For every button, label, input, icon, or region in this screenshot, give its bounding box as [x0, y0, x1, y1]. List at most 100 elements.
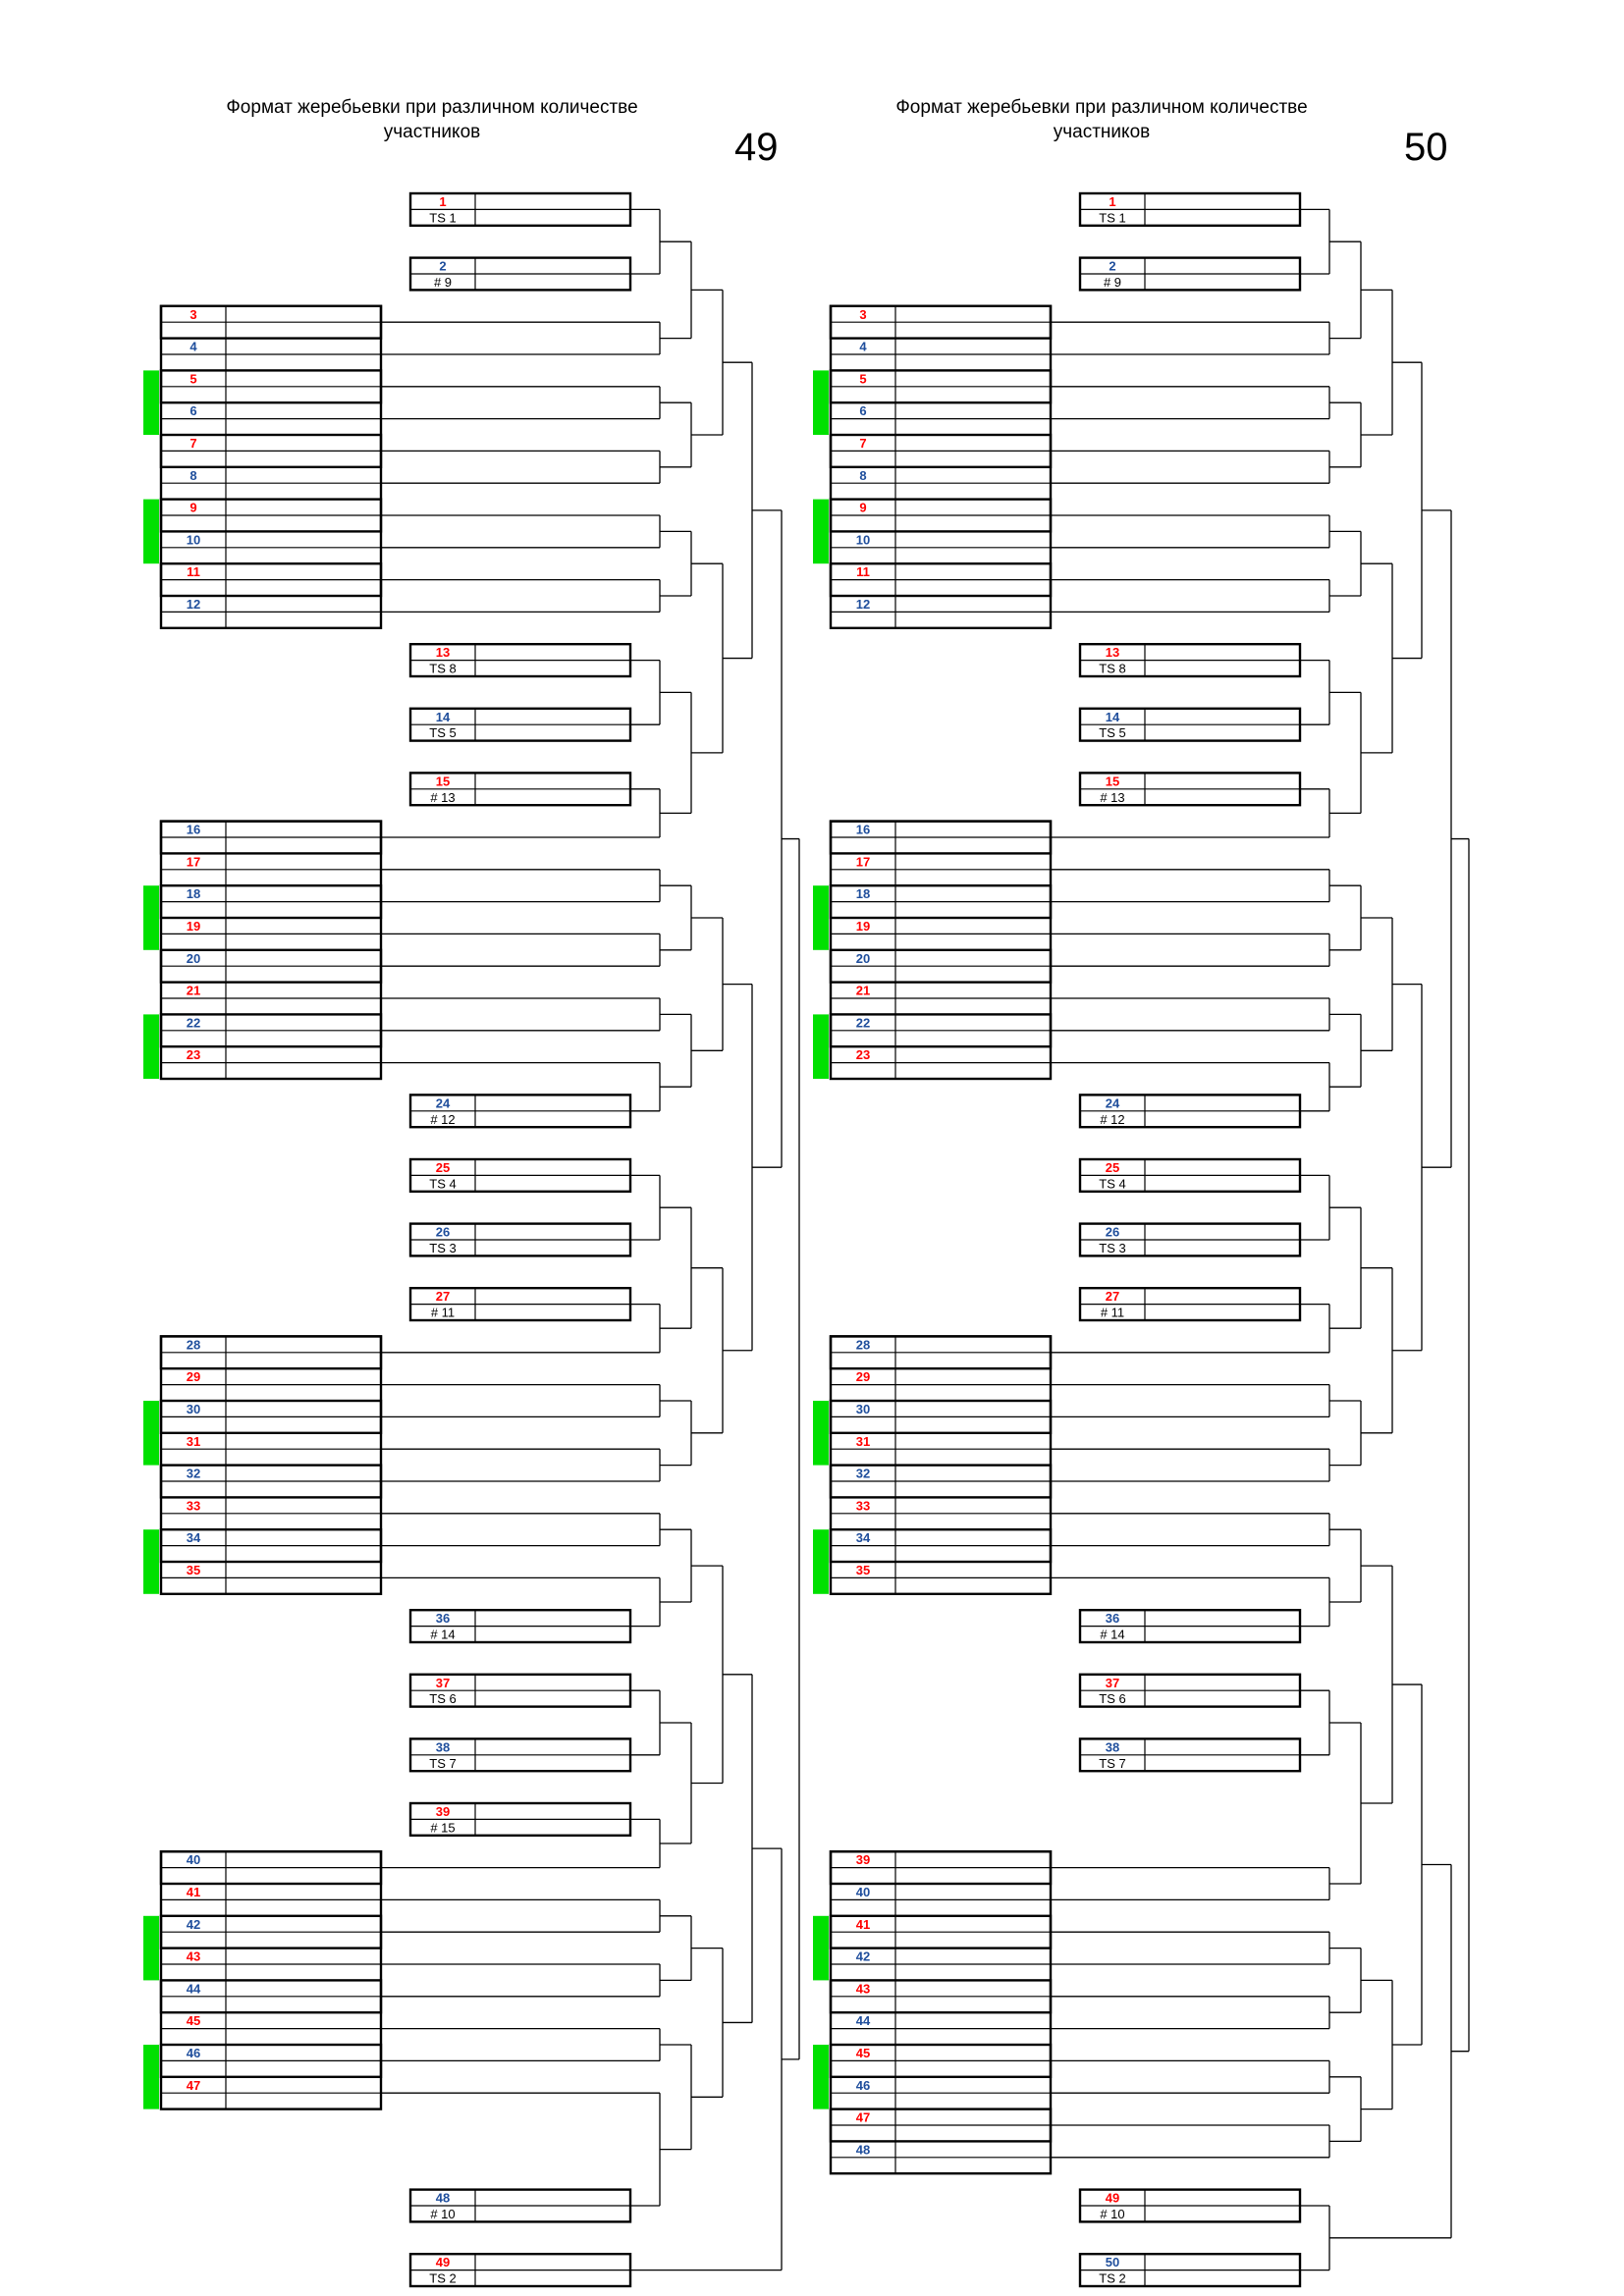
highlight-bar — [143, 1915, 159, 1981]
entry-number: 41 — [187, 1885, 200, 1899]
highlight-bar — [143, 2045, 159, 2109]
entry-number: 46 — [856, 2078, 870, 2093]
entry-number: 6 — [189, 403, 196, 418]
entry-number: 5 — [189, 371, 196, 386]
entry-group-frame — [159, 1849, 383, 2110]
seed-label: # 11 — [1101, 1306, 1124, 1320]
entry-number: 29 — [856, 1369, 870, 1384]
entry-number: 9 — [189, 501, 196, 515]
entry-number: 8 — [189, 468, 196, 483]
seed-label: # 13 — [1100, 790, 1124, 805]
seed-label: # 12 — [1100, 1112, 1124, 1127]
entry-number: 41 — [856, 1917, 870, 1932]
seed-box-27: 27# 11 — [408, 1286, 632, 1322]
entry-number: 6 — [859, 403, 866, 418]
seed-number: 49 — [1106, 2191, 1119, 2206]
seed-number: 1 — [439, 194, 446, 209]
seed-number: 15 — [1106, 774, 1119, 788]
seed-box-36: 36# 14 — [408, 1608, 632, 1644]
seed-label: # 12 — [430, 1112, 455, 1127]
seed-label: TS 5 — [429, 725, 456, 740]
entry-group-frame — [159, 1335, 383, 1596]
highlight-bar — [813, 2045, 829, 2109]
seed-label: TS 5 — [1099, 725, 1125, 740]
seed-label: # 9 — [434, 275, 452, 290]
entry-number: 10 — [856, 532, 870, 547]
seed-number: 38 — [1106, 1739, 1119, 1754]
seed-box-36: 36# 14 — [1078, 1608, 1302, 1644]
seed-label: TS 6 — [1099, 1691, 1125, 1706]
entry-number: 23 — [856, 1047, 870, 1062]
entry-group-frame — [829, 1849, 1053, 2175]
seed-label: TS 2 — [429, 2271, 456, 2286]
seed-number: 36 — [1106, 1611, 1119, 1626]
entry-number: 17 — [856, 854, 870, 869]
entry-number: 18 — [856, 886, 870, 901]
entry-number: 31 — [187, 1434, 200, 1449]
entry-number: 5 — [859, 371, 866, 386]
entry-number: 33 — [187, 1498, 200, 1513]
entry-number: 40 — [856, 1885, 870, 1899]
seed-number: 14 — [1106, 710, 1120, 724]
entry-number: 28 — [187, 1337, 200, 1352]
seed-number: 14 — [436, 710, 451, 724]
seed-label: TS 4 — [429, 1176, 456, 1191]
entry-number: 28 — [856, 1337, 870, 1352]
seed-box-2: 2# 9 — [408, 256, 632, 292]
entry-number: 22 — [187, 1015, 200, 1030]
seed-box-39: 39# 15 — [408, 1801, 632, 1837]
entry-number: 11 — [187, 564, 200, 579]
entry-number: 4 — [189, 340, 197, 354]
highlight-bar — [813, 1529, 829, 1594]
entry-number: 34 — [187, 1530, 201, 1545]
highlight-bar — [813, 1401, 829, 1466]
seed-box-1: 1TS 1 — [1078, 191, 1302, 227]
seed-box-24: 24 # 12 — [1078, 1094, 1302, 1129]
entry-number: 21 — [187, 984, 200, 998]
entry-number: 20 — [856, 951, 870, 966]
entry-number: 3 — [859, 307, 866, 322]
entry-number: 44 — [856, 2013, 871, 2028]
entry-number: 20 — [187, 951, 200, 966]
highlight-bar — [143, 370, 159, 435]
entry-number: 44 — [187, 1981, 201, 1996]
seed-label: TS 8 — [1099, 662, 1125, 676]
entry-number: 40 — [187, 1852, 200, 1867]
entry-number: 43 — [187, 1949, 200, 1964]
seed-label: # 15 — [430, 1820, 455, 1835]
entry-number: 9 — [859, 501, 866, 515]
left-format-title: Формат жеребьевки при различном количест… — [226, 97, 638, 142]
seed-box-1: 1TS 1 — [408, 191, 632, 227]
seed-number: 13 — [436, 645, 450, 660]
seed-number: 24 — [1106, 1095, 1120, 1110]
entry-number: 46 — [187, 2046, 200, 2060]
highlight-bar — [143, 885, 159, 950]
entry-number: 3 — [189, 307, 196, 322]
seed-number: 15 — [436, 774, 450, 788]
entry-number: 23 — [187, 1047, 200, 1062]
highlight-bar — [143, 499, 159, 564]
seed-label: # 14 — [430, 1628, 455, 1642]
seed-label: # 9 — [1104, 275, 1121, 290]
right-participant-count: 50 — [1404, 126, 1448, 169]
seed-box-2: 2# 9 — [1078, 256, 1302, 292]
entry-number: 32 — [856, 1467, 870, 1481]
entry-group-frame — [159, 820, 383, 1081]
highlight-bar — [813, 1915, 829, 1981]
entry-number: 32 — [187, 1467, 200, 1481]
